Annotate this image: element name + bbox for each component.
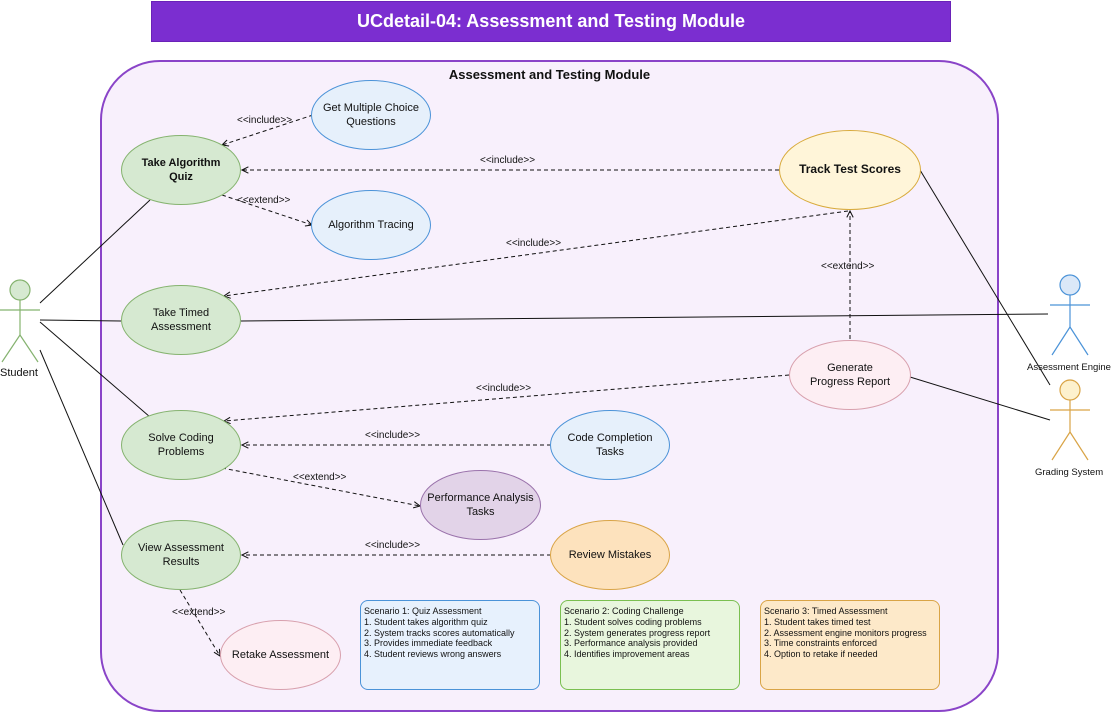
scenario-step: 4. Student reviews wrong answers [364,649,502,660]
assessment-engine-actor-label: Assessment Engine [1027,362,1111,373]
scenario-title: Scenario 1: Quiz Assessment [364,606,482,616]
usecase-get-multiple-choice-questions[interactable]: Get Multiple Choice Questions [311,80,431,150]
usecase-solve-coding-problems[interactable]: Solve Coding Problems [121,410,241,480]
usecase-review-mistakes[interactable]: Review Mistakes [550,520,670,590]
assoc-track-grading [919,169,1051,386]
scenario-step: 1. Student takes algorithm quiz [364,616,488,627]
label-extend-report-track: <<extend>> [821,261,875,272]
scenario-note-quiz: Scenario 1: Quiz Assessment 1. Student t… [360,600,540,690]
extend-quiz-tracing [221,194,312,225]
extend-results-retake [179,589,220,656]
scenario-step: 2. System tracks scores automatically [364,627,515,638]
scenario-step: 2. Assessment engine monitors progress [764,627,927,638]
grading-system-actor-icon [1050,379,1090,461]
extend-coding-performance [221,467,420,506]
assoc-student-quiz [39,199,151,304]
label-include-review-results: <<include>> [365,540,421,551]
assoc-student-results [39,349,124,546]
label-include-report-coding: <<include>> [476,383,532,394]
system-boundary-title: Assessment and Testing Module [448,67,651,82]
assoc-student-coding [39,321,151,418]
usecase-generate-progress-report[interactable]: Generate Progress Report [789,340,911,410]
usecase-performance-analysis-tasks[interactable]: Performance Analysis Tasks [420,470,541,540]
assoc-report-grading [909,376,1051,421]
assessment-engine-actor-icon [1050,274,1090,356]
label-extend-results-retake: <<extend>> [172,607,226,618]
scenario-step: 4. Identifies improvement areas [564,649,690,660]
label-include-track-timed: <<include>> [506,238,562,249]
scenario-title: Scenario 3: Timed Assessment [764,606,888,616]
scenario-title: Scenario 2: Coding Challenge [564,606,684,616]
usecase-retake-assessment[interactable]: Retake Assessment [220,620,341,690]
scenario-step: 4. Option to retake if needed [764,649,878,660]
include-quiz-mcq [222,114,314,145]
assoc-timed-engine [240,313,1049,322]
scenario-step: 2. System generates progress report [564,627,711,638]
usecase-view-assessment-results[interactable]: View Assessment Results [121,520,241,590]
scenario-step: 3. Performance analysis provided [564,638,698,649]
diagram-title: UCdetail-04: Assessment and Testing Modu… [151,1,951,42]
assoc-student-timed [39,319,122,322]
scenario-step: 1. Student takes timed test [764,616,871,627]
student-actor-label: Student [0,367,38,379]
grading-system-actor-label: Grading System [1035,467,1104,478]
scenario-note-timed: Scenario 3: Timed Assessment 1. Student … [760,600,940,690]
usecase-track-test-scores[interactable]: Track Test Scores [779,130,921,210]
include-report-coding [224,374,790,421]
scenario-step: 3. Time constraints enforced [764,638,878,649]
scenario-note-coding: Scenario 2: Coding Challenge 1. Student … [560,600,740,690]
label-include-codecompletion-coding: <<include>> [365,430,421,441]
label-extend-quiz-tracing: <<extend>> [237,195,291,206]
scenario-step: 1. Student solves coding problems [564,616,702,627]
label-extend-coding-performance: <<extend>> [293,472,347,483]
student-actor-icon [0,279,40,363]
usecase-algorithm-tracing[interactable]: Algorithm Tracing [311,190,431,260]
usecase-take-timed-assessment[interactable]: Take Timed Assessment [121,285,241,355]
label-include-quiz-mcq: <<include>> [237,115,293,126]
usecase-take-algorithm-quiz[interactable]: Take Algorithm Quiz [121,135,241,205]
usecase-code-completion-tasks[interactable]: Code Completion Tasks [550,410,670,480]
scenario-step: 3. Provides immediate feedback [364,638,493,649]
label-include-track-quiz: <<include>> [480,155,536,166]
